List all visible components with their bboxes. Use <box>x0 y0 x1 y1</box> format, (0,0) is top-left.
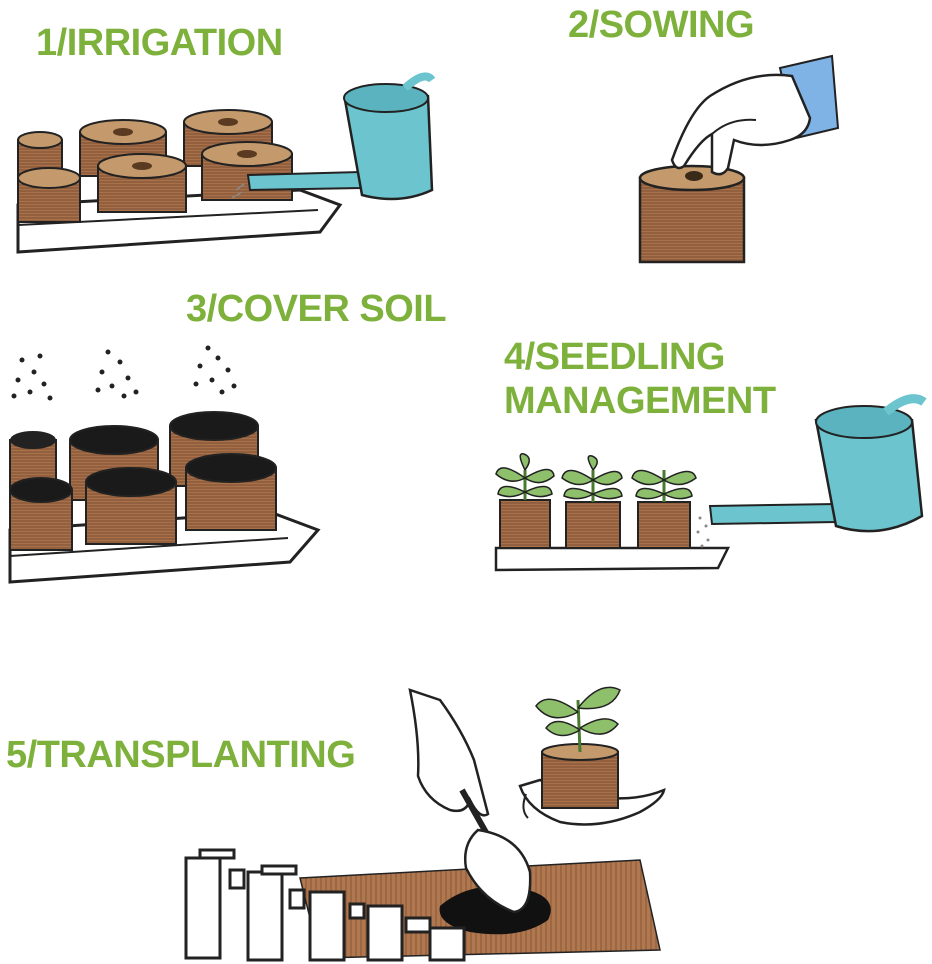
seedling-tray <box>494 546 731 572</box>
peat-pellet <box>9 477 73 551</box>
peat-pellet <box>85 467 177 545</box>
step-1-label: 1/IRRIGATION <box>36 22 283 64</box>
seedling-pot <box>561 455 623 549</box>
step-5-label: 5/TRANSPLANTING <box>6 734 356 776</box>
trowel-icon <box>464 828 532 914</box>
peat-pellet <box>201 141 293 201</box>
seedling-pot <box>631 469 697 549</box>
cover-soil-scene <box>8 345 321 584</box>
seed-icon <box>685 171 703 181</box>
step-4-label-line2: MANAGEMENT <box>504 380 776 422</box>
seedling-pot <box>495 453 555 549</box>
peat-pellet <box>97 153 187 213</box>
step-4-label: 4/SEEDLING <box>504 336 725 378</box>
step-2-label: 2/SOWING <box>568 4 755 46</box>
seedling-pot <box>535 686 621 809</box>
seedling-management-scene <box>494 394 927 572</box>
peat-pellet <box>638 164 746 264</box>
sowing-scene <box>638 54 840 264</box>
peat-pellet <box>17 167 81 223</box>
irrigation-scene <box>16 72 436 254</box>
transplanting-scene <box>184 686 666 962</box>
soil-particles <box>11 345 237 401</box>
watering-can-icon <box>231 72 436 201</box>
fence <box>184 848 466 962</box>
hand-icon <box>408 688 490 817</box>
hand-icon <box>670 73 812 176</box>
watering-can-icon <box>708 394 927 533</box>
step-3-label: 3/COVER SOIL <box>186 288 447 330</box>
peat-pellet <box>185 453 277 531</box>
